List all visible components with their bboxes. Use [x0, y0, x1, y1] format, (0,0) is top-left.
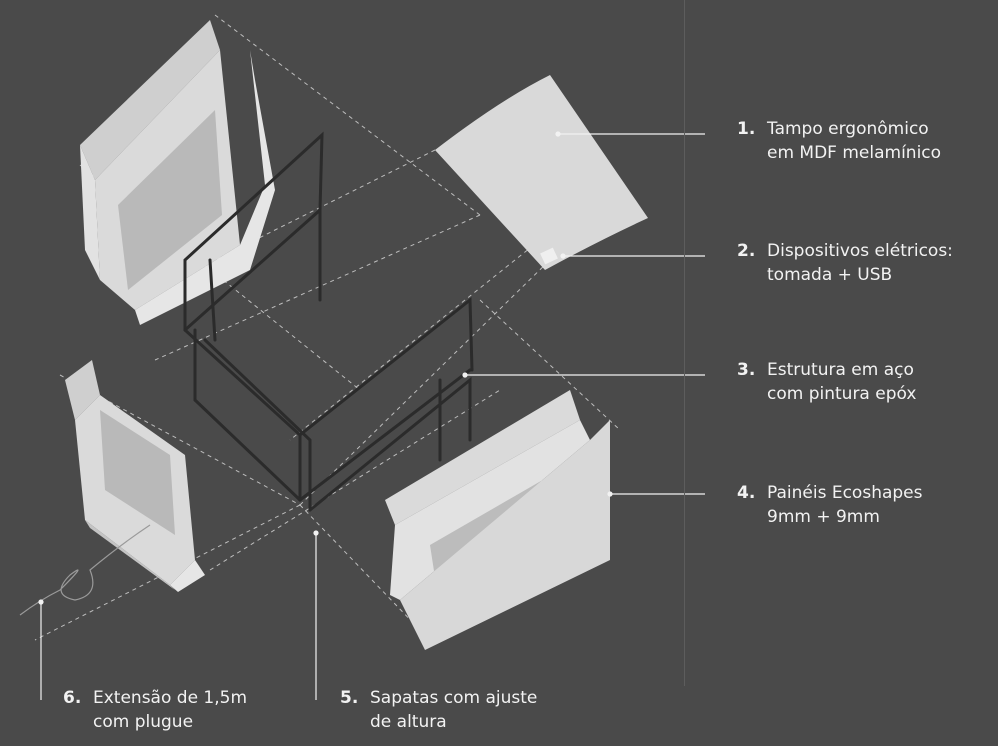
- callout-4: 4.Painéis Ecoshapes 9mm + 9mm: [737, 483, 923, 527]
- table-top: [435, 75, 648, 270]
- callout-6: 6.Extensão de 1,5m com plugue: [63, 688, 248, 732]
- extension-cable: [19, 524, 151, 616]
- panel-upper-left: [80, 20, 275, 325]
- vertical-divider: [684, 0, 685, 686]
- callout-1: 1.Tampo ergonômico em MDF melamínico: [737, 119, 942, 163]
- panel-lower-left: [65, 360, 205, 592]
- callout-2: 2.Dispositivos elétricos: tomada + USB: [737, 241, 953, 285]
- callout-3: 3.Estrutura em aço com pintura epóx: [737, 360, 917, 404]
- callout-leaders: [38, 131, 705, 700]
- panel-lower-right: [385, 390, 610, 650]
- steel-frame: [183, 131, 474, 512]
- callout-5: 5.Sapatas com ajuste de altura: [340, 688, 538, 732]
